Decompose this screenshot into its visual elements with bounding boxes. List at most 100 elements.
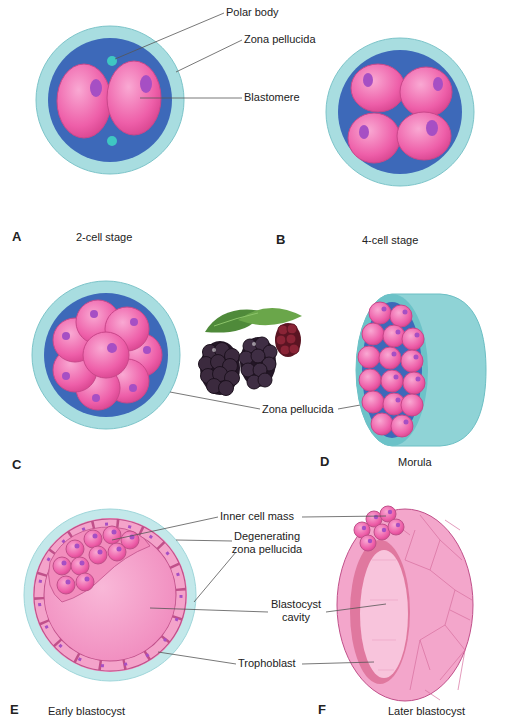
four-cell-embryo: [326, 38, 474, 186]
leader-line: [176, 40, 242, 72]
mulberry-image: [275, 323, 301, 357]
early-blastocyst: [117, 547, 122, 552]
two-cell-embryo: [36, 26, 184, 174]
mulberry-image: [286, 334, 296, 344]
morula: [403, 372, 425, 394]
leader-line: [115, 13, 224, 59]
early-blastocyst: [57, 576, 75, 594]
part-label: Zona pellucida: [262, 403, 352, 416]
leader-line: [115, 13, 242, 98]
four-cell-embryo: [400, 67, 452, 117]
eight-cell-embryo: [92, 394, 100, 402]
early-blastocyst: [53, 557, 71, 575]
two-cell-embryo: [57, 64, 111, 138]
four-cell-embryo: [363, 73, 373, 87]
stage-caption: Morula: [398, 456, 488, 469]
later-blastocyst: [337, 509, 473, 701]
mulberry-image: [287, 324, 297, 334]
part-label: Polar body: [226, 6, 306, 19]
stage-caption: 2-cell stage: [76, 231, 166, 244]
morula: [401, 350, 423, 372]
leader-line: [326, 604, 386, 612]
morula: [392, 352, 397, 357]
eight-cell-embryo: [143, 346, 151, 354]
part-label: Degenerating zona pellucida: [226, 530, 308, 555]
morula: [416, 377, 421, 382]
morula: [404, 420, 409, 425]
eight-cell-embryo: [83, 332, 129, 378]
leader-line: [176, 540, 232, 541]
part-label: Zona pellucida: [244, 33, 334, 46]
eight-cell-embryo: [130, 318, 138, 326]
eight-cell-embryo: [129, 384, 137, 392]
morula: [401, 394, 423, 416]
morula: [362, 323, 384, 345]
later-blastocyst: [360, 535, 376, 551]
later-blastocyst: [382, 528, 386, 532]
mulberry-image: [240, 337, 276, 387]
mulberry-image: [289, 344, 299, 354]
later-blastocyst: [362, 526, 366, 530]
early-blastocyst: [89, 546, 107, 564]
early-blastocyst: [33, 518, 187, 672]
morula: [358, 346, 380, 368]
morula: [356, 294, 428, 446]
early-blastocyst: [98, 550, 103, 555]
two-cell-embryo: [48, 38, 172, 162]
four-cell-embryo: [351, 64, 405, 112]
four-cell-embryo: [433, 77, 443, 91]
mulberry-image: [199, 308, 303, 396]
later-blastocyst: [374, 515, 378, 519]
leader-line: [140, 98, 242, 99]
later-blastocyst: [368, 539, 372, 543]
later-blastocyst: [396, 523, 400, 527]
part-label: Inner cell mass: [220, 510, 320, 523]
part-label: Trophoblast: [238, 657, 318, 670]
leader-line: [112, 517, 218, 540]
early-blastocyst: [75, 544, 80, 549]
morula: [359, 369, 381, 391]
early-blastocyst: [76, 573, 94, 591]
morula: [403, 310, 408, 315]
leader-line: [150, 608, 268, 612]
early-blastocyst: [66, 540, 84, 558]
morula: [396, 398, 401, 403]
eight-cell-embryo: [90, 310, 98, 318]
early-blastocyst: [39, 524, 181, 666]
leader-line: [194, 552, 236, 602]
panel-letter: F: [318, 703, 338, 718]
part-label: Blastocyst cavity: [266, 598, 326, 623]
early-blastocyst: [93, 534, 98, 539]
morula: [379, 347, 401, 369]
panel-letter: E: [10, 703, 30, 718]
mulberry-image: [214, 313, 258, 326]
leader-line: [302, 662, 374, 664]
eight-cell-embryo: [62, 332, 70, 340]
two-cell-embryo: [107, 56, 117, 66]
eight-cell-embryo: [62, 372, 70, 380]
later-blastocyst: [360, 550, 408, 678]
morula: [356, 294, 486, 446]
four-cell-embryo: [338, 50, 462, 174]
mulberry-image: [238, 308, 302, 325]
two-cell-embryo: [90, 79, 102, 97]
early-blastocyst: [24, 509, 196, 681]
eight-cell-embryo: [32, 281, 180, 429]
stage-caption: Early blastocyst: [48, 705, 158, 718]
later-blastocyst: [337, 506, 473, 701]
eight-cell-embryo: [44, 293, 168, 417]
mulberry-image: [276, 335, 286, 345]
four-cell-embryo: [426, 120, 438, 136]
mulberry-image: [280, 345, 290, 355]
leader-line: [170, 392, 260, 409]
early-blastocyst: [80, 561, 85, 566]
four-cell-embryo: [348, 113, 400, 163]
later-blastocyst: [388, 519, 404, 535]
stage-caption: 4-cell stage: [362, 234, 452, 247]
leader-line: [158, 652, 236, 664]
panel-letter: A: [12, 230, 32, 245]
morula: [394, 375, 399, 380]
early-blastocyst: [103, 526, 121, 544]
